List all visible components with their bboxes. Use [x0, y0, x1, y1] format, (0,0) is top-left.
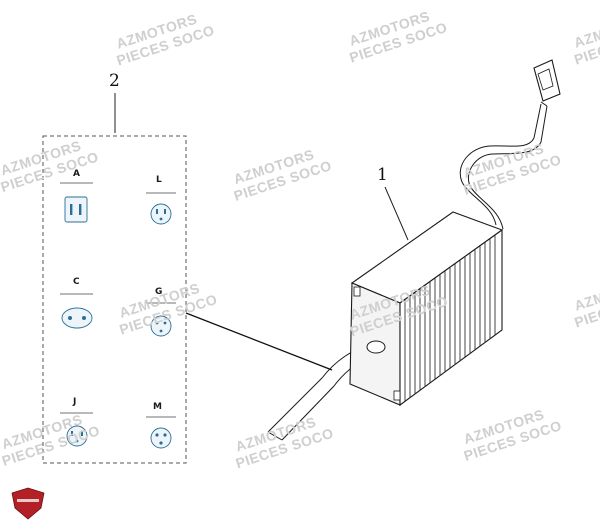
- charger-heatsink-face: [399, 228, 503, 407]
- heatsink-fins: [404, 235, 496, 401]
- plug-l: L: [146, 175, 176, 225]
- plug-g-pin-earth: [159, 329, 163, 333]
- plug-j-label: J: [72, 397, 76, 407]
- plug-c-pin-right: [82, 316, 86, 320]
- cable-grommet: [366, 340, 386, 354]
- battery-charger: [349, 211, 504, 407]
- plug-c: C: [60, 277, 93, 329]
- plug-c-pin-left: [68, 316, 72, 320]
- plug-g: G: [146, 287, 176, 337]
- plug-types-frame: [42, 135, 187, 464]
- plug-a: A: [60, 169, 93, 223]
- charger-mount-lug-bottom: [393, 390, 401, 401]
- callout-number-2: 2: [109, 71, 120, 91]
- input-cable: [459, 103, 548, 230]
- plug-group-leader: [185, 312, 333, 371]
- plug-c-label: C: [73, 277, 80, 287]
- plug-m-pin-right: [163, 433, 167, 437]
- plug-a-socket: [64, 196, 88, 223]
- shield-logo-icon: [11, 487, 45, 520]
- plug-a-label: A: [73, 169, 80, 179]
- plug-g-pin-right: [163, 321, 167, 325]
- plug-a-pin-left: [70, 204, 73, 215]
- plug-l-label: L: [156, 175, 162, 185]
- plug-j: J: [60, 397, 93, 447]
- callout-1-leader: [384, 186, 409, 241]
- plug-l-socket: [150, 203, 172, 225]
- plug-g-socket: [150, 315, 172, 337]
- plug-m: M: [146, 402, 176, 449]
- plug-j-pin-earth: [75, 439, 79, 443]
- plug-l-pin-right: [164, 209, 166, 214]
- plug-j-pin-right: [81, 431, 83, 436]
- plug-g-pin-left: [155, 321, 159, 325]
- charger-mount-lug-top: [353, 286, 361, 297]
- plug-l-pin-left: [156, 209, 158, 214]
- iec-input-connector: [533, 59, 561, 107]
- plug-j-pin-left: [71, 431, 73, 436]
- plug-c-socket: [61, 307, 93, 329]
- plug-a-pin-right: [79, 204, 82, 215]
- callout-number-1: 1: [377, 165, 388, 185]
- plug-g-label: G: [155, 287, 162, 297]
- plug-l-pin-earth: [159, 217, 163, 221]
- plug-m-socket: [150, 427, 172, 449]
- watermark-layer: AZMOTORS PIECES SOCO AZMOTORS PIECES SOC…: [0, 8, 600, 472]
- plug-m-pin-earth: [159, 441, 163, 445]
- plug-m-pin-left: [155, 433, 159, 437]
- plug-m-label: M: [153, 402, 162, 412]
